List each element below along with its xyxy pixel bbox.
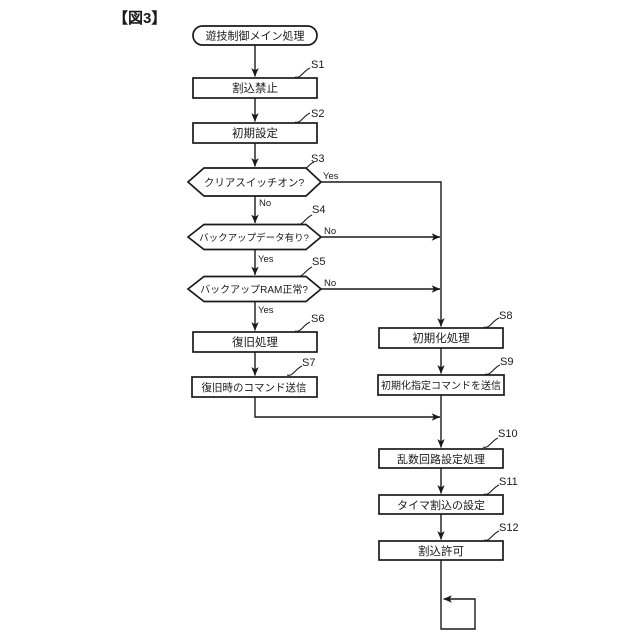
leader-s10 xyxy=(482,437,499,448)
step-label-s5: S5 xyxy=(312,256,325,268)
step-label-s12: S12 xyxy=(499,522,519,534)
node-s4-label: バックアップデータ有り? xyxy=(199,232,309,244)
node-s9: 初期化指定コマンドを送信 S9 xyxy=(377,356,513,396)
node-s2-box xyxy=(192,122,318,144)
node-s1-box xyxy=(192,77,318,99)
node-s12: 割込許可 S12 xyxy=(378,522,519,561)
step-label-s4: S4 xyxy=(312,204,325,216)
branch-label-s4-yes: Yes xyxy=(258,254,274,265)
node-s10: 乱数回路設定処理 S10 xyxy=(378,428,518,469)
node-s4-hexagon xyxy=(186,223,323,251)
node-s9-label: 初期化指定コマンドを送信 xyxy=(381,379,501,392)
node-s7-label: 復旧時のコマンド送信 xyxy=(202,381,307,394)
node-s5-hexagon xyxy=(186,275,323,303)
step-label-s9: S9 xyxy=(500,356,513,368)
node-s8: 初期化処理 S8 xyxy=(378,310,512,349)
step-label-s10: S10 xyxy=(498,428,518,440)
node-s1: 割込禁止 S1 xyxy=(192,59,324,99)
edge-s12-loop xyxy=(440,560,476,630)
step-label-s11: S11 xyxy=(499,476,518,488)
step-label-s2: S2 xyxy=(311,108,324,120)
branch-label-s5-no: No xyxy=(324,278,336,289)
step-label-s1: S1 xyxy=(311,59,324,71)
leader-s4 xyxy=(296,214,313,225)
node-s6-label: 復旧処理 xyxy=(232,335,278,349)
branch-label-s5-yes: Yes xyxy=(258,305,274,316)
edge-s7-join xyxy=(254,397,441,421)
edge-s3-yes-s8 xyxy=(321,181,445,327)
start-terminal-shape xyxy=(192,25,318,46)
leader-s7 xyxy=(286,365,303,376)
node-s1-label: 割込禁止 xyxy=(232,81,278,95)
node-s11-box xyxy=(378,494,504,515)
node-s3-label: クリアスイッチオン? xyxy=(204,177,304,189)
node-s11-label: タイマ割込の設定 xyxy=(397,498,485,512)
node-s2: 初期設定 S2 xyxy=(192,108,324,144)
leader-s6 xyxy=(294,321,311,332)
node-s8-box xyxy=(378,327,504,349)
node-s6: 復旧処理 S6 xyxy=(192,313,324,353)
leader-s5 xyxy=(296,266,313,277)
node-s7: 復旧時のコマンド送信 S7 xyxy=(191,357,318,398)
node-s12-label: 割込許可 xyxy=(418,544,464,558)
branch-label-s4-no: No xyxy=(324,226,336,237)
leader-s1 xyxy=(294,67,311,78)
node-s9-box xyxy=(377,374,505,396)
leader-s11 xyxy=(483,484,500,495)
node-s5-label: バックアップRAM正常? xyxy=(200,283,308,296)
node-s6-box xyxy=(192,331,318,353)
leader-s9 xyxy=(484,364,501,375)
leader-s12 xyxy=(483,530,500,541)
step-label-s6: S6 xyxy=(311,313,324,325)
node-s4: バックアップデータ有り? S4 No Yes xyxy=(186,204,336,265)
node-start: 遊技制御メイン処理 xyxy=(192,25,318,46)
node-s12-box xyxy=(378,540,504,561)
node-s8-label: 初期化処理 xyxy=(412,331,470,345)
step-label-s3: S3 xyxy=(311,153,324,165)
node-s2-label: 初期設定 xyxy=(232,126,278,140)
node-s10-box xyxy=(378,448,504,469)
step-label-s7: S7 xyxy=(302,357,315,369)
step-label-s8: S8 xyxy=(499,310,512,322)
node-s3-hexagon xyxy=(186,167,323,197)
figure-label: 【図3】 xyxy=(113,9,166,27)
node-s11: タイマ割込の設定 S11 xyxy=(378,476,518,515)
leader-s2 xyxy=(294,112,311,123)
start-terminal-label: 遊技制御メイン処理 xyxy=(206,29,305,43)
leader-s8 xyxy=(483,317,500,328)
node-s10-label: 乱数回路設定処理 xyxy=(397,452,485,466)
branch-label-s3-no: No xyxy=(259,198,271,209)
node-s3: クリアスイッチオン? S3 Yes No xyxy=(186,153,339,209)
branch-label-s3-yes: Yes xyxy=(323,171,339,182)
node-s5: バックアップRAM正常? S5 No Yes xyxy=(186,256,336,316)
node-s7-box xyxy=(191,376,318,398)
